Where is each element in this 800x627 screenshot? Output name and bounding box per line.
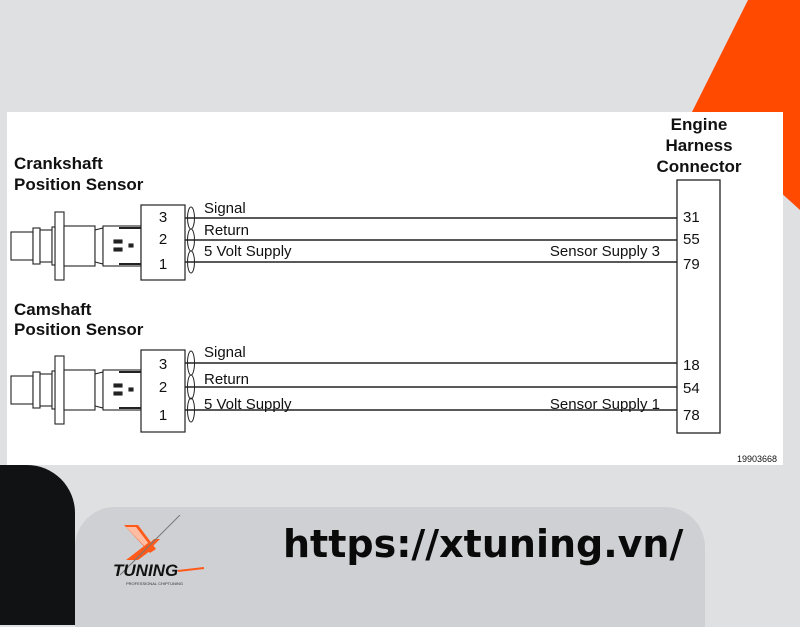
crankshaft-return-label: Return bbox=[204, 222, 249, 239]
harness-pin-55: 55 bbox=[683, 231, 700, 248]
harness-pin-54: 54 bbox=[683, 380, 700, 397]
crankshaft-supply-label: 5 Volt Supply bbox=[204, 243, 292, 260]
camshaft-signal-label: Signal bbox=[204, 344, 246, 361]
crankshaft-pin-1: 1 bbox=[159, 256, 167, 273]
camshaft-supply-label: 5 Volt Supply bbox=[204, 396, 292, 413]
crankshaft-sensor-icon bbox=[10, 211, 142, 281]
harness-title-line3: Connector bbox=[657, 157, 742, 176]
camshaft-sensor-title-line1: Camshaft bbox=[14, 300, 92, 319]
camshaft-sensor-supply-note: Sensor Supply 1 bbox=[550, 396, 660, 413]
harness-pin-78: 78 bbox=[683, 407, 700, 424]
figure-number: 19903668 bbox=[737, 454, 777, 464]
logo-tagline: PROFESSIONAL CHIPTUNING bbox=[126, 581, 183, 586]
harness-pin-31: 31 bbox=[683, 209, 700, 226]
crankshaft-pin-3: 3 bbox=[159, 209, 167, 226]
x-mark-icon bbox=[119, 515, 181, 576]
crankshaft-connector-block bbox=[140, 204, 186, 281]
crankshaft-sensor-title-line1: Crankshaft bbox=[14, 154, 103, 173]
dark-corner-shape bbox=[0, 465, 75, 625]
camshaft-pin-1: 1 bbox=[159, 407, 167, 424]
logo-wordmark: TUNING bbox=[113, 561, 178, 580]
crankshaft-sensor-title-line2: Position Sensor bbox=[14, 175, 144, 194]
camshaft-sensor-title-line2: Position Sensor bbox=[14, 320, 144, 339]
harness-title-line1: Engine bbox=[671, 115, 728, 134]
harness-pin-79: 79 bbox=[683, 256, 700, 273]
crankshaft-pin-2: 2 bbox=[159, 231, 167, 248]
crankshaft-sensor-supply-note: Sensor Supply 3 bbox=[550, 243, 660, 260]
crankshaft-sensor-group: Crankshaft Position Sensor 3 bbox=[10, 154, 700, 281]
wiring-diagram: Engine Harness Connector Crankshaft Posi… bbox=[10, 115, 777, 464]
harness-connector-block bbox=[676, 179, 721, 434]
xtuning-logo[interactable]: TUNING PROFESSIONAL CHIPTUNING bbox=[108, 515, 208, 587]
harness-title-line2: Harness bbox=[665, 136, 732, 155]
wiring-diagram-panel: Engine Harness Connector Crankshaft Posi… bbox=[7, 112, 783, 465]
camshaft-sensor-icon bbox=[10, 355, 142, 425]
camshaft-connector-block bbox=[140, 349, 186, 433]
camshaft-return-label: Return bbox=[204, 371, 249, 388]
harness-pin-18: 18 bbox=[683, 357, 700, 374]
camshaft-sensor-group: Camshaft Position Sensor 3 2 1 bbox=[10, 300, 700, 433]
logo-swoosh bbox=[177, 567, 205, 572]
crankshaft-signal-label: Signal bbox=[204, 200, 246, 217]
website-url[interactable]: https://xtuning.vn/ bbox=[283, 522, 684, 566]
camshaft-pin-2: 2 bbox=[159, 379, 167, 396]
camshaft-pin-3: 3 bbox=[159, 356, 167, 373]
